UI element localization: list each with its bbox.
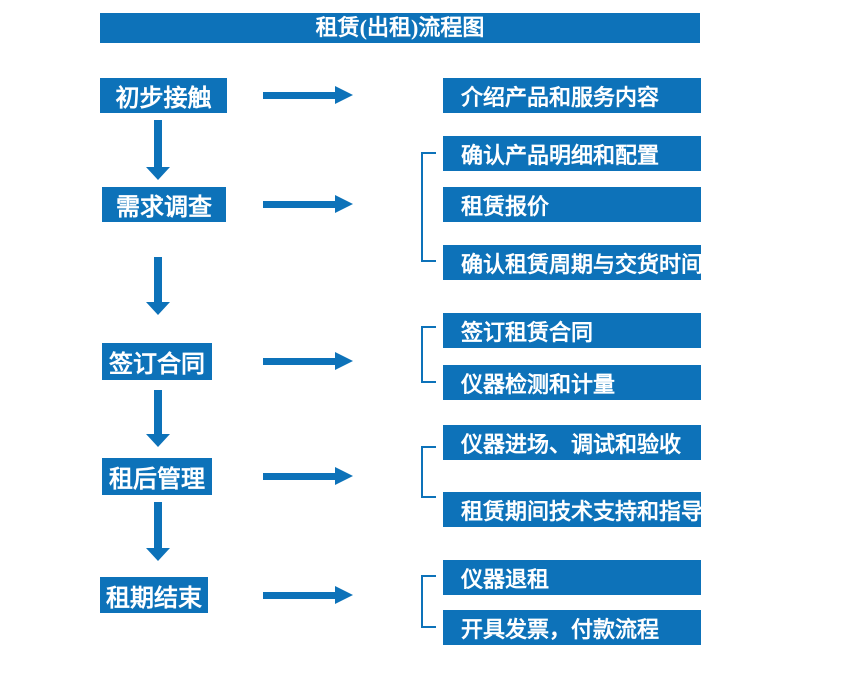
output-box: 仪器进场、调试和验收: [443, 425, 701, 460]
arrow-shaft: [263, 592, 337, 599]
right-arrow: [263, 352, 353, 370]
arrow-shaft: [154, 120, 162, 168]
arrow-head: [335, 86, 353, 104]
down-arrow: [146, 502, 170, 561]
output-box: 租赁期间技术支持和指导: [443, 492, 703, 527]
arrow-head: [335, 195, 353, 213]
arrow-shaft: [263, 92, 337, 99]
arrow-head: [335, 352, 353, 370]
stage-rental-end: 租期结束: [100, 577, 208, 613]
arrow-head: [146, 302, 170, 315]
arrow-shaft: [263, 358, 337, 365]
down-arrow: [146, 257, 170, 315]
output-box: 确认租赁周期与交货时间: [443, 245, 703, 280]
down-arrow: [146, 390, 170, 447]
arrow-shaft: [154, 257, 162, 303]
output-box: 仪器检测和计量: [443, 365, 701, 400]
right-arrow: [263, 86, 353, 104]
output-box: 签订租赁合同: [443, 313, 701, 348]
output-box: 确认产品明细和配置: [443, 136, 701, 171]
output-box: 仪器退租: [443, 560, 701, 595]
right-arrow: [263, 195, 353, 213]
right-arrow: [263, 586, 353, 604]
stage-post-rental-management: 租后管理: [102, 458, 212, 495]
arrow-head: [146, 167, 170, 180]
arrow-shaft: [154, 390, 162, 435]
arrow-shaft: [154, 502, 162, 549]
group-bracket: [421, 326, 436, 383]
arrow-head: [146, 548, 170, 561]
stage-demand-survey: 需求调查: [102, 187, 226, 222]
group-bracket: [421, 575, 436, 628]
output-box: 介绍产品和服务内容: [443, 78, 701, 113]
arrow-shaft: [263, 473, 337, 480]
stage-sign-contract: 签订合同: [102, 343, 212, 380]
output-box: 开具发票，付款流程: [443, 610, 701, 645]
output-box: 租赁报价: [443, 187, 701, 222]
arrow-head: [146, 434, 170, 447]
arrow-shaft: [263, 201, 337, 208]
flowchart-title: 租赁(出租)流程图: [100, 13, 700, 43]
arrow-head: [335, 467, 353, 485]
right-arrow: [263, 467, 353, 485]
arrow-head: [335, 586, 353, 604]
group-bracket: [421, 446, 436, 498]
group-bracket: [421, 152, 436, 262]
stage-initial-contact: 初步接触: [100, 78, 227, 113]
down-arrow: [146, 120, 170, 180]
